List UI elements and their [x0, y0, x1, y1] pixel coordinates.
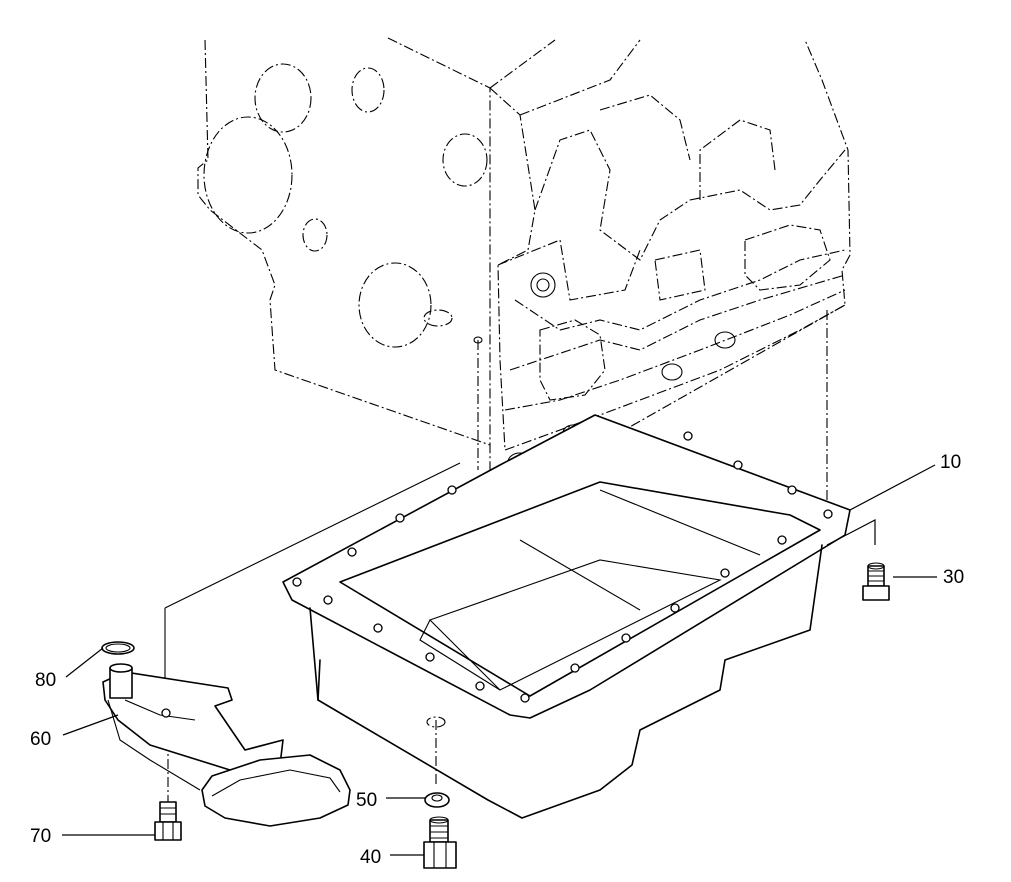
callout-10: 10	[940, 452, 961, 473]
o-ring	[101, 641, 135, 655]
leader-lines	[62, 464, 937, 856]
drain-plug	[423, 816, 457, 869]
callout-50: 50	[356, 790, 377, 811]
drain-plug-washer	[424, 792, 450, 808]
strainer-bolt	[154, 801, 182, 841]
oil-strainer	[102, 663, 351, 827]
pan-bolt	[862, 562, 890, 601]
engine-block	[197, 37, 851, 493]
callout-80: 80	[35, 670, 56, 691]
callout-30: 30	[943, 567, 964, 588]
callout-70: 70	[30, 826, 51, 847]
callout-40: 40	[360, 847, 381, 868]
callout-60: 60	[30, 729, 51, 750]
oil-pan	[282, 414, 851, 819]
